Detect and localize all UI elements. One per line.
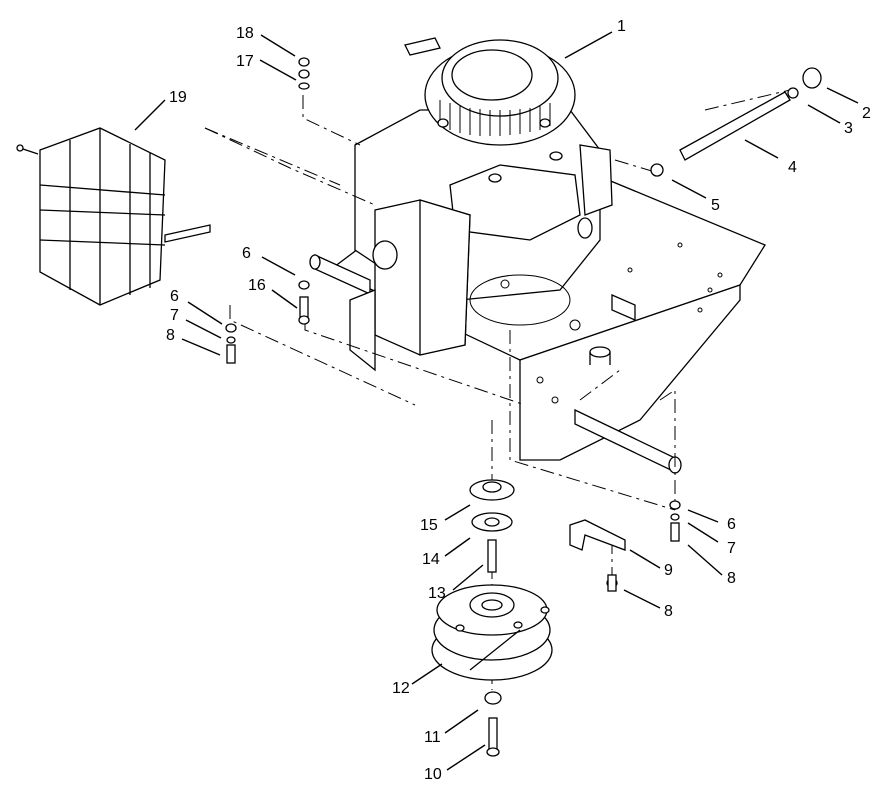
callout-16: 16 xyxy=(248,277,266,294)
callout-6a: 6 xyxy=(242,245,251,262)
callout-1: 1 xyxy=(617,18,626,35)
callout-18: 18 xyxy=(236,25,254,42)
callout-4: 4 xyxy=(788,159,797,176)
nut-and-washer-top xyxy=(298,57,310,90)
engine xyxy=(349,37,613,372)
callout-5: 5 xyxy=(711,197,720,214)
callout-6b: 6 xyxy=(170,288,179,305)
engine-guard xyxy=(16,127,211,306)
callout-7a: 7 xyxy=(170,307,179,324)
callout-10: 10 xyxy=(424,766,442,783)
callout-19: 19 xyxy=(169,89,187,106)
bolt-washer-left xyxy=(225,323,237,364)
bolt-16 xyxy=(298,280,310,325)
callout-13: 13 xyxy=(428,585,446,602)
callout-labels: 1 2 3 4 5 6 16 6 7 8 18 17 19 6 7 8 9 8 … xyxy=(166,18,871,783)
callout-2: 2 xyxy=(862,105,871,122)
callout-14: 14 xyxy=(422,551,440,568)
callout-12: 12 xyxy=(392,680,410,697)
clutch-assembly xyxy=(431,479,553,757)
control-rod-parts xyxy=(650,67,822,177)
callout-11: 11 xyxy=(424,729,441,746)
callout-8b: 8 xyxy=(727,570,736,587)
callout-9: 9 xyxy=(664,562,673,579)
callout-8a: 8 xyxy=(166,327,175,344)
callout-8c: 8 xyxy=(664,603,673,620)
callout-17: 17 xyxy=(236,53,254,70)
callout-15: 15 xyxy=(420,517,438,534)
leader-lines xyxy=(134,31,859,771)
callout-6c: 6 xyxy=(727,516,736,533)
bolt-washer-right xyxy=(669,500,681,542)
bracket-9 xyxy=(569,519,626,592)
callout-3: 3 xyxy=(844,120,853,137)
callout-7b: 7 xyxy=(727,540,736,557)
